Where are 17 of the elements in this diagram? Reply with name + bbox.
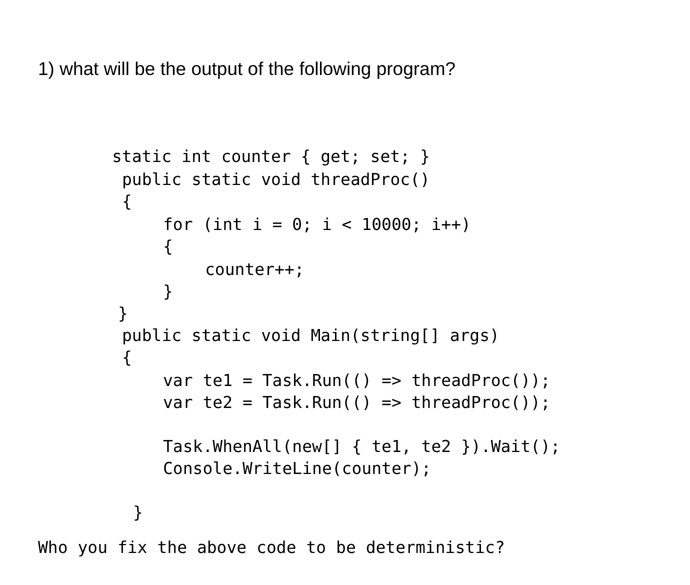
question-heading: 1) what will be the output of the following program? [38,58,456,80]
question-text: Who you fix the above code to be deterministic? [38,538,505,558]
code-line: } [118,304,128,324]
code-line: } [163,282,173,302]
code-line: Task.WhenAll(new[] { te1, te2 }).Wait(); [163,437,560,457]
code-line: var te1 = Task.Run(() => threadProc()); [163,371,550,391]
code-line: { [122,192,132,212]
code-line: public static void threadProc() [122,170,430,190]
code-line: Console.WriteLine(counter); [163,459,432,479]
code-line: public static void Main(string[] args) [122,326,500,346]
code-line: { [163,237,173,257]
code-line: static int counter { get; set; } [112,147,430,167]
code-line: var te2 = Task.Run(() => threadProc()); [163,393,550,413]
code-line: for (int i = 0; i < 10000; i++) [163,215,471,235]
code-line: } [133,503,143,523]
code-line: { [122,348,132,368]
code-line: counter++; [205,260,304,280]
